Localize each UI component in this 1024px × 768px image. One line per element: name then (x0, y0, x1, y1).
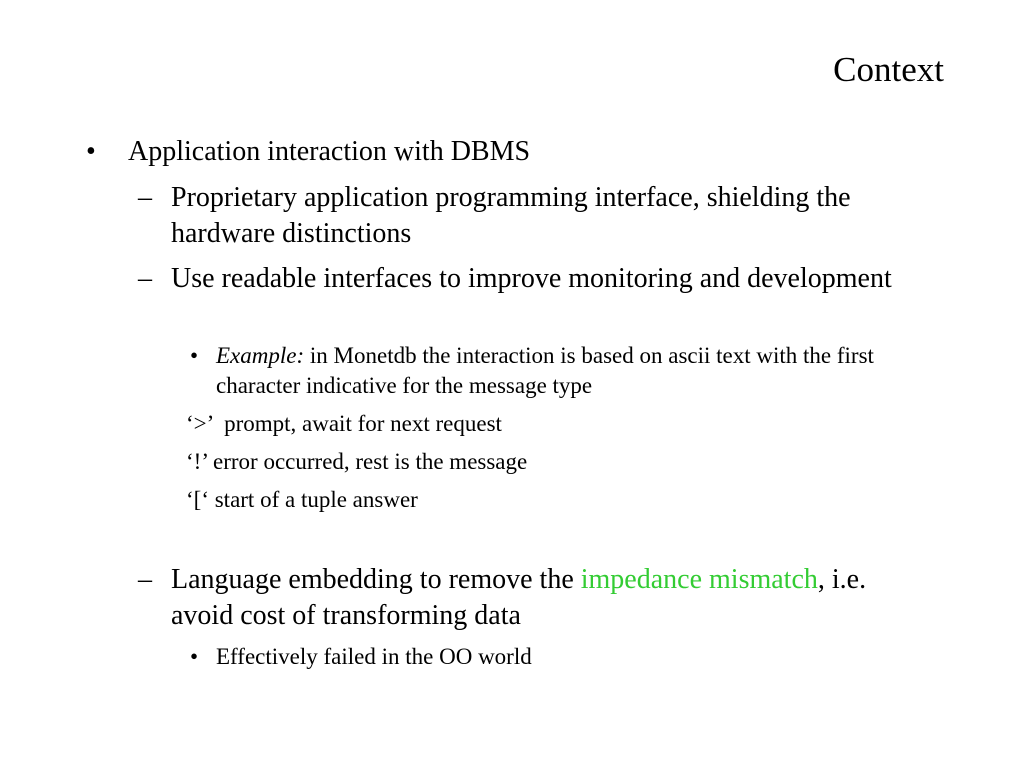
sub-bullet-proprietary-api: – Proprietary application programming in… (138, 180, 931, 252)
example-text: in Monetdb the interaction is based on a… (216, 343, 874, 398)
bullet-text: Effectively failed in the OO world (216, 644, 532, 669)
sub-bullet-language-embedding: – Language embedding to remove the imped… (138, 562, 931, 634)
bullet-dot: • (86, 136, 96, 167)
highlight-impedance-mismatch: impedance mismatch (580, 564, 818, 595)
bullet-text: Proprietary application programming inte… (171, 182, 851, 249)
bullet-text: Use readable interfaces to improve monit… (171, 263, 892, 294)
bullet-dash: – (138, 182, 152, 213)
message-type-prompt: ‘>’ prompt, await for next request (186, 411, 502, 436)
sub-sub-bullet-oo-world: • Effectively failed in the OO world (190, 642, 946, 672)
example-label: Example: (216, 343, 305, 368)
bullet-dot: • (190, 644, 199, 669)
bullet-dash: – (138, 263, 152, 294)
sub-bullet-readable-interfaces: – Use readable interfaces to improve mon… (138, 261, 931, 297)
bullet-dot: • (190, 343, 199, 368)
bullet-dash: – (138, 564, 152, 595)
bullet-text-after: , i.e. avoid cost of transforming data (171, 564, 867, 631)
slide-title: Context (833, 50, 944, 89)
message-type-error: ‘!’ error occurred, rest is the message (186, 449, 528, 474)
message-type-tuple: ‘[‘ start of a tuple answer (186, 487, 418, 512)
bullet-item-application-interaction: • Application interaction with DBMS (86, 135, 948, 169)
bullet-text-before: Language embedding to remove the (171, 564, 581, 595)
bullet-text: Application interaction with DBMS (128, 136, 531, 167)
sub-sub-bullet-monetdb-example: • Example: in Monetdb the interaction is… (190, 341, 946, 401)
